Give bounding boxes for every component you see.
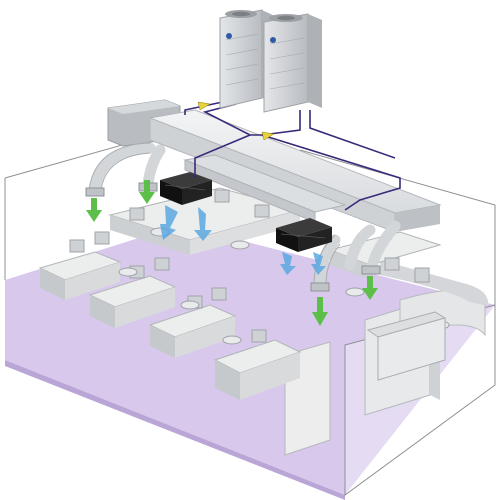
refrigerant-pipe bbox=[261, 134, 401, 211]
desk-cluster-2 bbox=[88, 257, 177, 328]
floor-edge bbox=[5, 360, 345, 500]
refrigerant-pipe bbox=[261, 110, 301, 136]
branch-ducts bbox=[183, 154, 347, 223]
indoor-unit-2 bbox=[276, 218, 332, 252]
diffuser bbox=[361, 265, 381, 275]
refrigerant-pipe bbox=[184, 99, 233, 115]
desk-cluster-1 bbox=[38, 231, 122, 300]
wall-back-left bbox=[4, 139, 141, 179]
flow-arrow bbox=[197, 101, 211, 111]
diffuser bbox=[85, 187, 105, 197]
flex-duct bbox=[142, 144, 166, 191]
return-air-arrows bbox=[86, 180, 378, 326]
indoor-unit-1 bbox=[160, 172, 212, 205]
monitor bbox=[214, 189, 230, 203]
return-air-arrow bbox=[362, 276, 378, 300]
chair bbox=[118, 267, 138, 277]
diffuser bbox=[310, 282, 330, 292]
monitor bbox=[254, 204, 270, 218]
chair bbox=[230, 240, 250, 250]
return-air-arrow bbox=[139, 180, 155, 204]
flow-arrow bbox=[261, 131, 275, 141]
supply-air-arrow bbox=[160, 205, 178, 240]
outdoor-unit-2 bbox=[263, 13, 322, 113]
supply-air-arrow bbox=[194, 207, 212, 241]
chair bbox=[222, 335, 242, 345]
flex-duct bbox=[366, 220, 401, 274]
flex-duct bbox=[89, 142, 156, 196]
supply-air-arrow bbox=[311, 252, 326, 275]
brand-logo bbox=[226, 33, 232, 39]
desk-cluster-3 bbox=[148, 287, 237, 358]
desk-cluster-4 bbox=[213, 329, 302, 400]
chair bbox=[345, 287, 365, 297]
flex-duct bbox=[314, 234, 341, 291]
monitor bbox=[414, 267, 430, 283]
supply-air-arrow bbox=[280, 252, 296, 275]
brand-logo bbox=[270, 37, 276, 43]
reception-counter bbox=[366, 311, 447, 381]
monitor bbox=[94, 231, 110, 245]
monitor bbox=[129, 207, 145, 221]
monitor bbox=[69, 239, 85, 253]
monitor bbox=[211, 287, 227, 301]
refrigerant-flow-arrows bbox=[197, 101, 275, 141]
monitor bbox=[251, 329, 267, 343]
flex-duct bbox=[344, 224, 376, 271]
monitor bbox=[384, 257, 400, 271]
refrigerant-pipe bbox=[194, 134, 251, 178]
supply-air-arrows bbox=[160, 205, 326, 275]
return-air-arrow bbox=[86, 198, 102, 222]
duct-end bbox=[395, 205, 440, 232]
return-air-arrow bbox=[312, 297, 328, 326]
refrigerant-pipe bbox=[309, 110, 396, 159]
monitor bbox=[154, 257, 170, 271]
chair bbox=[180, 300, 200, 310]
